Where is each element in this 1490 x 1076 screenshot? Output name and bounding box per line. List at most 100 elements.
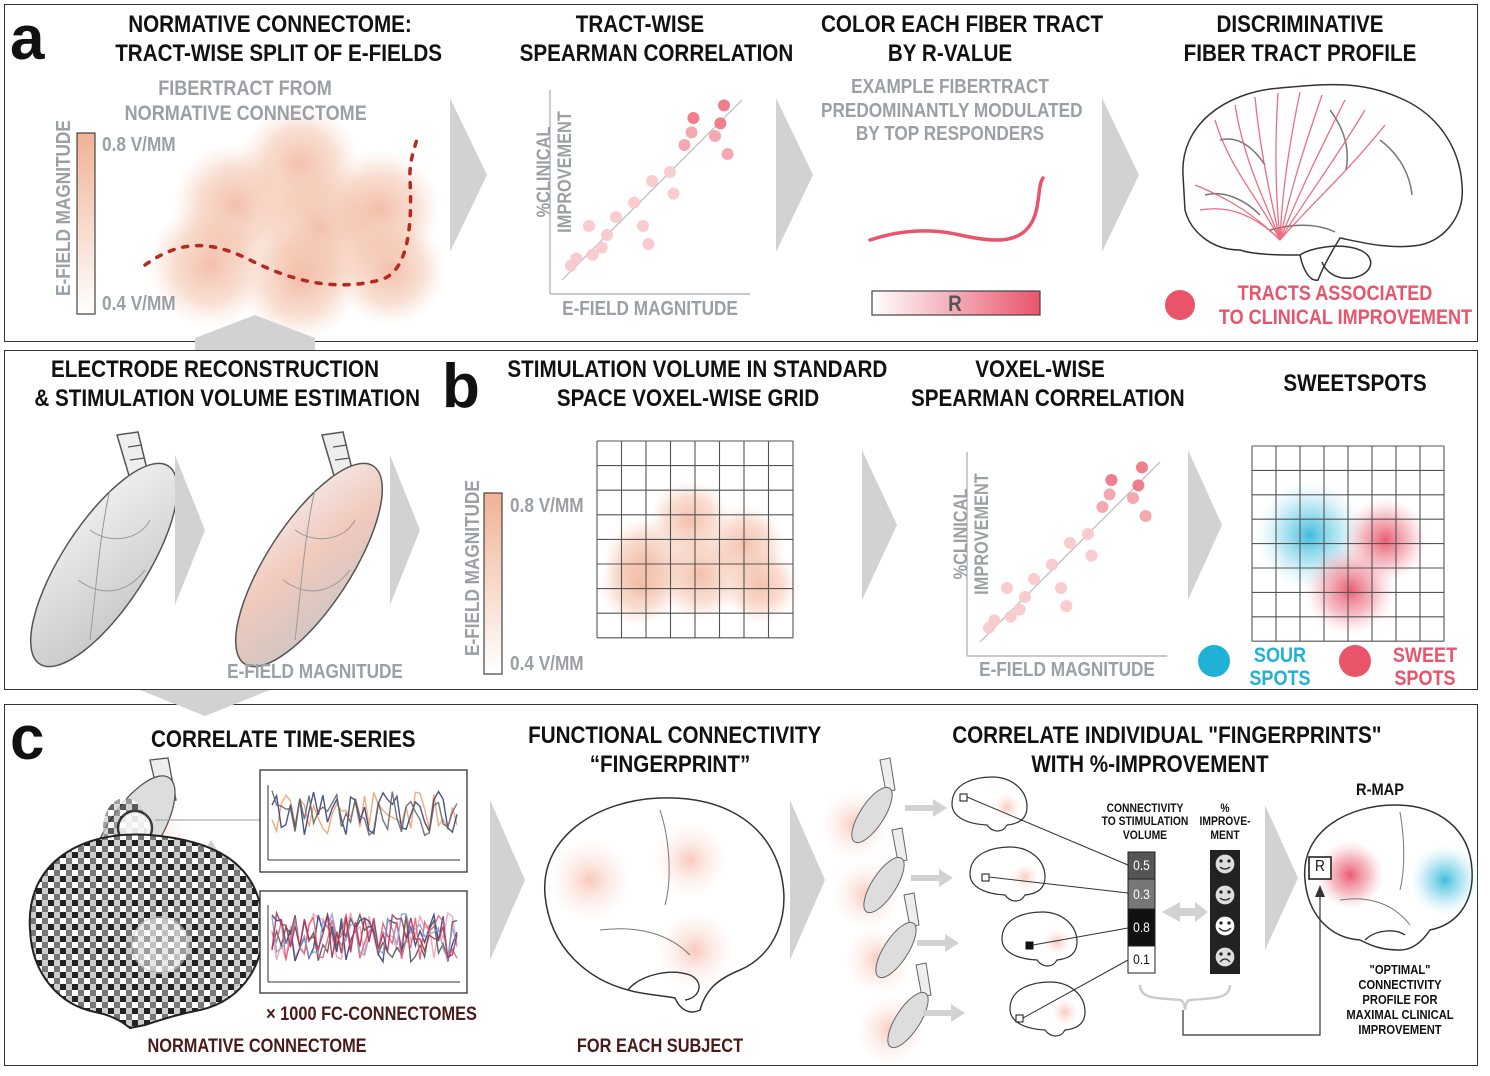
b-sweetspot-blobs (1255, 480, 1427, 635)
scatter-point (628, 196, 640, 209)
c-each-subject: FOR EACH SUBJECT (576, 1036, 744, 1057)
scatter-point (1082, 528, 1094, 540)
scatter-point (1132, 479, 1145, 492)
b-arrow-3 (1188, 450, 1222, 600)
a-efield-blobs (148, 105, 445, 340)
c-arrow-3 (1265, 805, 1298, 950)
scatter-point (988, 614, 1001, 627)
c-rmap-brain (1304, 804, 1480, 951)
b-colorbar-label: E-FIELD MAGNITUDE (462, 480, 484, 656)
c-conn-value-3: 0.8 (1133, 919, 1150, 935)
c-conn-value-2: 0.3 (1133, 886, 1150, 902)
c-title-3: CORRELATE INDIVIDUAL "FINGERPRINTS"WITH … (952, 722, 1382, 778)
scatter-point (601, 229, 613, 241)
timeseries-line (271, 790, 458, 836)
timeseries-line (271, 790, 458, 837)
b-title-3: SWEETSPOTS (1283, 370, 1427, 397)
c-timeseries-box-1 (259, 769, 468, 873)
timeseries-line (271, 910, 458, 959)
c-smiley-icons (1214, 853, 1236, 968)
c-subjects (820, 757, 1129, 1065)
a-r-colorbar (871, 290, 1041, 316)
scatter-point (667, 187, 680, 200)
scatter-point (583, 220, 595, 232)
c-imp-header: %IMPROVE-MENT (1199, 801, 1251, 842)
b-sweet-dot (1339, 645, 1371, 677)
scatter-point (595, 241, 608, 254)
scatter-point (718, 99, 730, 112)
c-arrow-2 (790, 800, 825, 960)
c-column-double-arrow (1162, 902, 1208, 922)
panel-a-letter: a (10, 4, 45, 73)
b-colorbar (483, 492, 503, 675)
c-timeseries-1 (271, 790, 458, 837)
c-conn-value-1: 0.5 (1133, 857, 1150, 873)
a-scatter-plot (561, 99, 743, 281)
scatter-point (1103, 488, 1116, 501)
subject-row (832, 827, 1129, 930)
scatter-point (1096, 501, 1109, 513)
scatter-point (1064, 537, 1076, 549)
c-link-line (1182, 895, 1321, 1036)
panel-c-letter: c (10, 704, 45, 773)
panel-b-letter: b (442, 352, 480, 421)
c-normative-label: NORMATIVE CONNECTOME (147, 1036, 367, 1057)
c-connectivity-column (1127, 851, 1156, 974)
c-fc-label: × 1000 FC-CONNECTOMES (266, 1004, 477, 1025)
subject-row (820, 757, 1129, 866)
timeseries-line (271, 791, 458, 835)
ab-connector (195, 315, 315, 338)
c-title-1: CORRELATE TIME-SERIES (151, 726, 416, 753)
c-fingerprint-brain (544, 797, 785, 1013)
b-colorbar-min: 0.4 V/MM (510, 653, 584, 675)
b-sour-dot (1198, 645, 1230, 677)
scatter-point (1013, 603, 1026, 616)
a-colorbar-min: 0.4 V/MM (102, 293, 176, 315)
scatter-point (1105, 474, 1118, 486)
c-rmap-label: R-MAP (1356, 780, 1404, 799)
scatter-point (1004, 610, 1017, 623)
scatter-point (642, 238, 655, 250)
bc-connector (140, 690, 270, 716)
a-example-fiber (868, 176, 1045, 242)
scatter-point (664, 166, 676, 178)
b-efield-label: E-FIELD MAGNITUDE (227, 661, 403, 683)
a-arrow-1 (450, 98, 487, 252)
c-timeseries-2 (271, 910, 458, 964)
scatter-point (687, 112, 700, 124)
c-conn-value-4: 0.1 (1133, 951, 1150, 967)
scatter-point (721, 148, 734, 160)
a-arrow-3 (1102, 98, 1139, 252)
b-voxel-grid (596, 440, 794, 639)
a-title-1: NORMATIVE CONNECTOME:TRACT-WISE SPLIT OF… (115, 11, 442, 67)
scatter-point (610, 211, 622, 223)
scatter-point (709, 130, 721, 142)
scatter-point (637, 220, 649, 232)
a-legend-dot (1165, 290, 1195, 320)
subject-row (844, 892, 1129, 995)
scatter-point (1136, 461, 1148, 474)
b-arrow-2 (862, 450, 897, 600)
b-colorbar-max: 0.8 V/MM (510, 495, 584, 517)
c-arrow-1 (490, 800, 525, 960)
c-r-box-label: R (1315, 858, 1325, 875)
b-electrode-1 (29, 431, 179, 668)
scatter-point (678, 139, 691, 151)
a-colorbar-label: E-FIELD MAGNITUDE (53, 120, 75, 296)
scatter-point (1028, 573, 1040, 585)
b-left-title: ELECTRODE RECONSTRUCTION& STIMULATION VO… (34, 356, 421, 412)
a-r-label: R (948, 291, 962, 316)
a-arrow-2 (776, 98, 813, 252)
b-electrode-2 (234, 431, 384, 668)
scatter-point (646, 175, 658, 187)
scatter-point (714, 117, 727, 130)
